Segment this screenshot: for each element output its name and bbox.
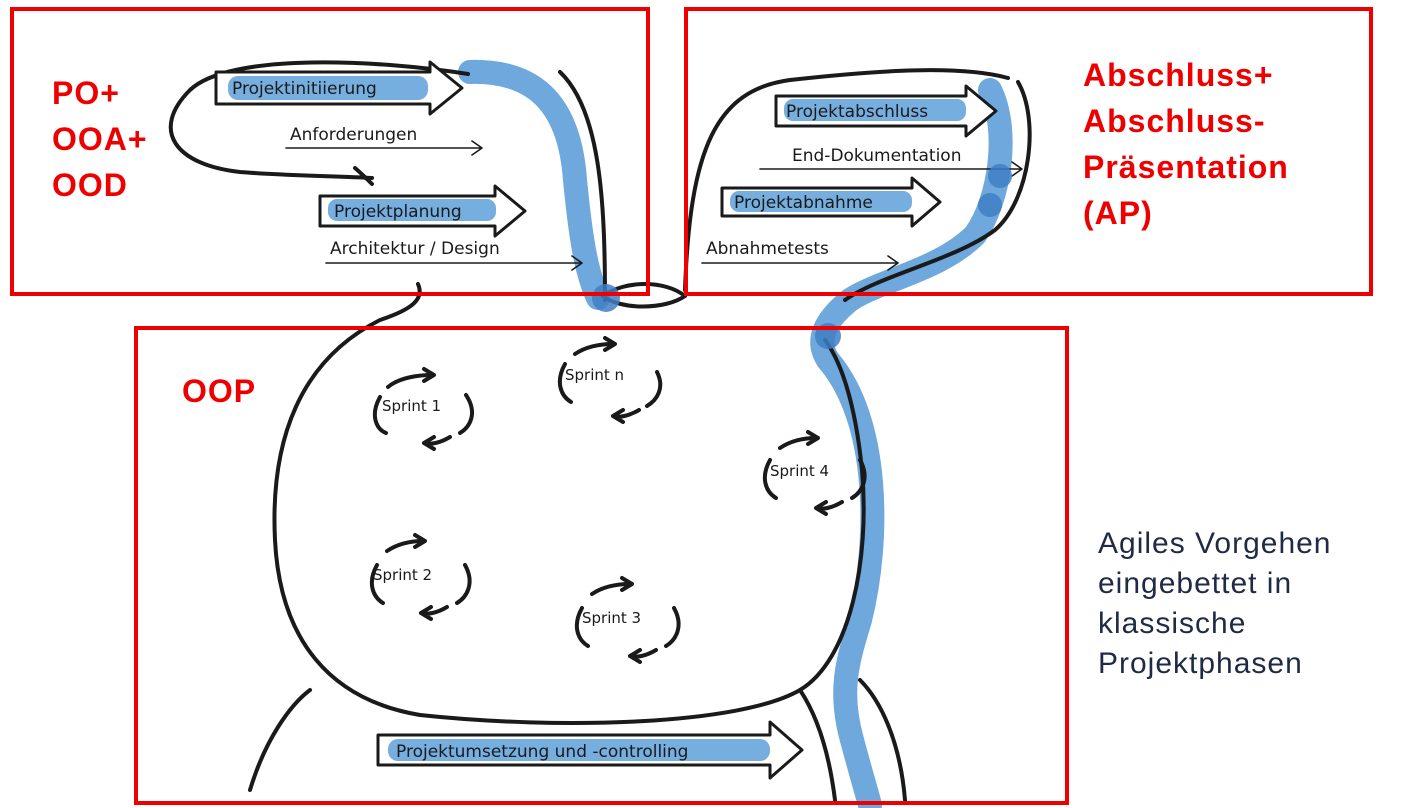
step-dokumentation-label: End-Dokumentation <box>792 146 961 166</box>
step-abnahme: Projektabnahme <box>720 176 942 228</box>
caption-line-1: Agiles Vorgehen <box>1098 527 1332 560</box>
caption-line-2: eingebettet in <box>1098 567 1292 600</box>
step-anforderungen: Anforderungen <box>285 125 483 156</box>
sprint-2-label: Sprint 2 <box>373 566 432 584</box>
sprint-3-label: Sprint 3 <box>582 609 641 627</box>
progress-highlight-path <box>458 59 1013 808</box>
sprint-4: Sprint 4 <box>762 430 867 516</box>
step-umsetzung: Projektumsetzung und -controlling <box>376 720 804 780</box>
frame-implementation-phase <box>134 326 1069 805</box>
closing-label-line-3: Präsentation <box>1083 149 1289 185</box>
planning-phase-label: PO+ OOA+ OOD <box>52 75 148 203</box>
sketch-outline <box>168 60 1032 802</box>
step-abnahme-label: Projektabnahme <box>734 193 873 213</box>
step-planung-label: Projektplanung <box>334 202 462 222</box>
frame-closing-phase <box>684 7 1373 296</box>
planning-label-line-1: PO+ <box>52 75 120 111</box>
step-abschluss-label: Projektabschluss <box>786 102 928 122</box>
closing-label-line-2: Abschluss- <box>1083 103 1265 139</box>
step-abschluss: Projektabschluss <box>774 84 998 138</box>
step-planung: Projektplanung <box>318 184 527 238</box>
sprint-1-label: Sprint 1 <box>382 397 441 415</box>
step-abnahmetests-label: Abnahmetests <box>706 239 829 259</box>
frame-planning-phase <box>10 7 650 296</box>
step-umsetzung-label: Projektumsetzung und -controlling <box>396 742 688 762</box>
step-abnahmetests: Abnahmetests <box>701 239 899 271</box>
planning-label-line-2: OOA+ <box>52 121 148 157</box>
caption-line-4: Projektphasen <box>1098 647 1303 680</box>
sprint-4-label: Sprint 4 <box>770 462 829 480</box>
closing-label-line-4: (AP) <box>1083 195 1153 231</box>
step-architektur: Architektur / Design <box>325 239 583 271</box>
sprint-n: Sprint n <box>557 336 663 424</box>
planning-label-line-3: OOD <box>52 167 128 203</box>
step-initiierung: Projektinitiierung <box>214 60 464 116</box>
diagram-caption: Agiles Vorgehen eingebettet in klassisch… <box>1098 527 1332 680</box>
closing-label-line-1: Abschluss+ <box>1083 57 1274 93</box>
sprint-1: Sprint 1 <box>372 367 475 451</box>
step-dokumentation: End-Dokumentation <box>759 146 1023 177</box>
sprint-n-label: Sprint n <box>565 366 624 384</box>
caption-line-3: klassische <box>1098 607 1246 640</box>
sprint-3: Sprint 3 <box>574 576 681 664</box>
sprint-2: Sprint 2 <box>369 533 472 621</box>
step-anforderungen-label: Anforderungen <box>290 125 417 145</box>
step-architektur-label: Architektur / Design <box>330 239 500 259</box>
step-initiierung-label: Projektinitiierung <box>232 79 377 99</box>
closing-phase-label: Abschluss+ Abschluss- Präsentation (AP) <box>1083 57 1289 231</box>
implementation-phase-label: OOP <box>182 373 256 409</box>
